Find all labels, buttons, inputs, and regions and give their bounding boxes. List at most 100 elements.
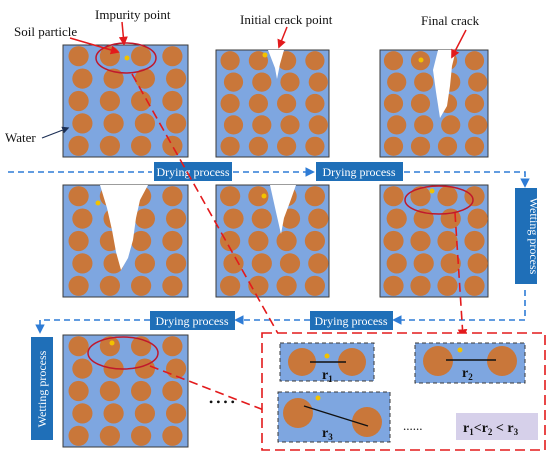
soil-particle xyxy=(441,115,461,135)
flow-line-3 xyxy=(404,171,530,188)
soil-particle xyxy=(305,93,325,114)
impurity-dot xyxy=(315,395,321,401)
soil-particle xyxy=(103,403,124,424)
soil-particle xyxy=(308,115,328,135)
soil-particle xyxy=(487,346,517,376)
soil-particle xyxy=(468,115,488,135)
soil-particle xyxy=(304,186,325,207)
drying-process-box-2: Drying process xyxy=(316,162,403,181)
drying-process-label-2: Drying process xyxy=(323,165,396,179)
soil-particle xyxy=(437,275,458,296)
soil-particle xyxy=(166,113,187,134)
soil-particle xyxy=(308,72,328,92)
soil-particle xyxy=(68,90,89,112)
drying-process-box-1: Drying process xyxy=(154,162,232,181)
impurity-ellipse xyxy=(87,336,159,370)
soil-particle xyxy=(304,230,325,252)
soil-particle xyxy=(68,186,89,207)
soil-particle xyxy=(68,46,89,67)
soil-particle xyxy=(437,230,458,252)
r3-label: r3 xyxy=(322,426,333,442)
initial-crack-pointer-arrow xyxy=(277,26,288,49)
soil-particle xyxy=(223,115,244,135)
soil-particle xyxy=(410,186,431,207)
soil-particle xyxy=(162,186,183,207)
soil-particles xyxy=(383,186,488,296)
soil-particle xyxy=(103,68,124,89)
soil-particle xyxy=(468,72,488,92)
soil-particle xyxy=(288,348,316,376)
soil-particle xyxy=(220,275,241,296)
final-crack-pointer-arrow xyxy=(451,29,467,59)
soil-particle xyxy=(68,380,89,402)
soil-particle xyxy=(283,398,313,428)
drying-process-label-1: Drying process xyxy=(157,165,230,179)
crack xyxy=(268,50,284,79)
soil-particle xyxy=(162,380,183,402)
drying-process-label-3: Drying process xyxy=(315,314,388,328)
soil-particle xyxy=(276,275,297,296)
soil-particle xyxy=(383,275,404,296)
soil-particle xyxy=(68,336,89,357)
soil-particle xyxy=(162,425,183,446)
soil-particle-pointer-arrow xyxy=(69,37,120,55)
soil-particle xyxy=(131,135,152,156)
water-label: Water xyxy=(5,130,36,145)
soil-particle xyxy=(248,136,268,156)
panel-row1-initial xyxy=(62,42,189,158)
soil-particle xyxy=(72,208,93,229)
soil-particle xyxy=(252,115,272,135)
impurity-point-label: Impurity point xyxy=(95,7,171,22)
zoom-panel-r2: r2 xyxy=(414,342,526,384)
impurity-dot xyxy=(418,57,424,63)
soil-particle xyxy=(166,403,187,424)
soil-particle xyxy=(383,186,404,207)
soil-particle xyxy=(134,253,155,274)
soil-particle xyxy=(99,275,120,296)
soil-particle xyxy=(304,275,325,296)
soil-particle xyxy=(220,93,240,114)
ellipsis-left: • • • • xyxy=(209,395,235,409)
flow-line-4 xyxy=(392,290,526,325)
wetting-process-box-1: Wetting process xyxy=(515,188,541,284)
soil-particle xyxy=(277,93,297,114)
soil-particle-label: Soil particle xyxy=(14,24,77,39)
panel-row3-left xyxy=(62,334,189,448)
soil-particle xyxy=(68,275,89,296)
soil-particle xyxy=(99,380,120,402)
final-crack-label: Final crack xyxy=(421,13,480,28)
radius-line-r3 xyxy=(303,405,369,427)
crack xyxy=(100,185,148,270)
soil-particle xyxy=(162,90,183,112)
r2-label: r2 xyxy=(462,366,473,382)
soil-particle xyxy=(72,113,93,134)
soil-particle xyxy=(220,136,240,156)
soil-particle xyxy=(387,72,407,92)
impurity-dot xyxy=(261,193,267,199)
soil-particle xyxy=(437,186,458,207)
soil-particle xyxy=(99,135,120,156)
soil-particle xyxy=(99,90,120,112)
soil-particle xyxy=(308,208,329,229)
soil-particle xyxy=(414,72,434,92)
drying-process-box-3: Drying process xyxy=(310,311,393,330)
soil-particle xyxy=(99,425,120,446)
soil-particle xyxy=(68,425,89,446)
soil-particle xyxy=(251,208,272,229)
panel-row2-right xyxy=(379,184,489,298)
drying-process-label-4: Drying process xyxy=(156,314,229,328)
soil-particle xyxy=(68,230,89,252)
soil-particle xyxy=(72,403,93,424)
soil-particle xyxy=(220,230,241,252)
soil-particles xyxy=(68,46,187,156)
wetting-process-label-2: Wetting process xyxy=(35,350,49,427)
soil-particle xyxy=(352,407,382,437)
soil-particle xyxy=(162,230,183,252)
panel-row1-initial-crack xyxy=(215,49,330,158)
soil-particle xyxy=(72,68,93,89)
soil-particle xyxy=(279,253,301,274)
soil-particle xyxy=(386,208,407,229)
soil-particle xyxy=(134,208,155,229)
soil-particle xyxy=(162,135,183,156)
